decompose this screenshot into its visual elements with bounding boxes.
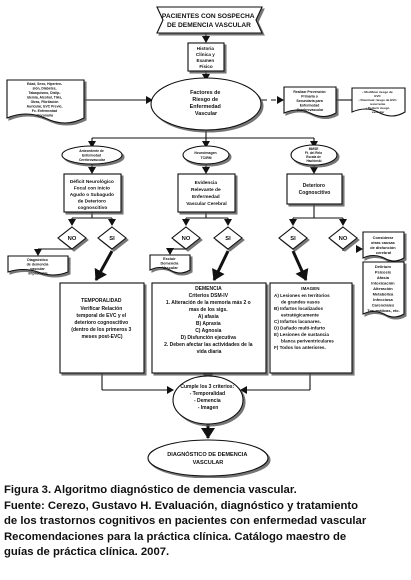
figure-caption: Figura 3. Algoritmo diagnóstico de demen… — [4, 483, 406, 561]
diamond-left-yes — [97, 226, 127, 250]
cognitive-box — [286, 173, 343, 205]
caption-source-line: Recomendaciones para la práctica clínica… — [4, 530, 347, 543]
causes-list-doc — [362, 261, 405, 318]
evidence-box — [177, 173, 236, 213]
cognitive-text: Deterioro Cognoscitivo — [299, 183, 331, 196]
prevention-doc — [283, 86, 337, 118]
start-banner — [156, 6, 263, 34]
label-yes: SI — [225, 236, 231, 242]
evidence-text: Evidencia Relevante de Enfermedad Vascul… — [186, 180, 227, 207]
q-left — [61, 145, 123, 165]
label-no: NO — [68, 236, 77, 242]
caption-title: Figura 3. Algoritmo diagnóstico de demen… — [4, 484, 297, 496]
deficit-text: Déficit Neurológico Focal con Inicio Agu… — [70, 179, 116, 211]
diamond-left-no — [57, 226, 87, 250]
diag-left-text: Diagnóstico de demencia vascular improba… — [27, 258, 50, 276]
label-no: NO — [182, 236, 191, 242]
caption-source-line: Fuente: Cerezo, Gustavo H. Evaluación, d… — [4, 499, 359, 512]
diag-left-doc — [7, 255, 69, 276]
flowchart: PACIENTES CON SOSPECHA DE DEMENCIA VASCU… — [6, 6, 406, 477]
label-yes: SI — [109, 236, 115, 242]
risk-list-doc — [6, 79, 85, 124]
diamond-mid-yes — [213, 226, 243, 250]
imagen-text: IMAGEN A) Lesiones en territorios de gra… — [274, 286, 335, 350]
demencia-text: DEMENCIA Criterios DSM-IV 1. Alteración … — [164, 286, 254, 355]
caption-source-line: de los trastornos cognitivos en paciente… — [4, 515, 367, 528]
history-box — [187, 42, 225, 72]
q-mid-text: Neuroimagen TC/RM — [194, 151, 217, 160]
label-yes: SI — [290, 236, 296, 242]
risk-list-text: Edad, Sexo, Hiperten- sión, Diabetes, Ta… — [27, 82, 64, 118]
q-left-text: Antecedente de Enfermedad Cerebrovascula… — [79, 149, 106, 162]
label-no: NO — [339, 236, 348, 242]
criteria-ellipse — [172, 375, 244, 425]
excluir-text: Excluir Demencia Vascular — [160, 257, 179, 270]
causes-list-text: Delirium Psicosis Afasia Intoxicación Al… — [367, 264, 399, 313]
imagen-box — [269, 282, 353, 374]
other-causes-doc — [362, 231, 405, 262]
risk-factors-ellipse — [150, 77, 262, 131]
history-text: Historia Clínica y Examen Físico — [196, 46, 216, 69]
diamond-mid-no — [171, 226, 201, 250]
demencia-box — [151, 282, 267, 374]
caption-source-line: guías de práctica clínica. 2007. — [4, 546, 170, 559]
other-causes-text: Considerar otras causas de disfunción ce… — [370, 235, 396, 255]
temporalidad-box — [59, 282, 145, 374]
criteria-text: Cumple los 3 criterios: - Temporalidad -… — [180, 384, 235, 411]
final-ellipse — [147, 439, 269, 477]
q-mid — [182, 145, 230, 165]
deficit-box — [63, 173, 122, 213]
temporalidad-text: TEMPORALIDAD Verificar Relación temporal… — [71, 298, 132, 340]
diamond-right-no — [328, 226, 358, 250]
prevention-text: Realizar Prevención Primaria o Secundari… — [293, 90, 326, 112]
risk-factors-text: Factores de Riesgo de Enfermedad Vascula… — [190, 90, 223, 117]
final-text: DIAGNÓSTICO DE DEMENCIA VASCULAR — [167, 450, 249, 466]
q-right — [290, 144, 338, 166]
prevention-note — [351, 87, 406, 117]
q-right-text: MMSE Ft. del Relo Escala de Hachinski — [305, 147, 323, 163]
prevention-note-text: • Modificar riesgo de EVC • Disminuir ri… — [359, 90, 398, 114]
start-text: PACIENTES CON SOSPECHA DE DEMENCIA VASCU… — [162, 13, 256, 29]
excluir-doc — [149, 254, 191, 274]
diamond-right-yes — [278, 226, 308, 250]
